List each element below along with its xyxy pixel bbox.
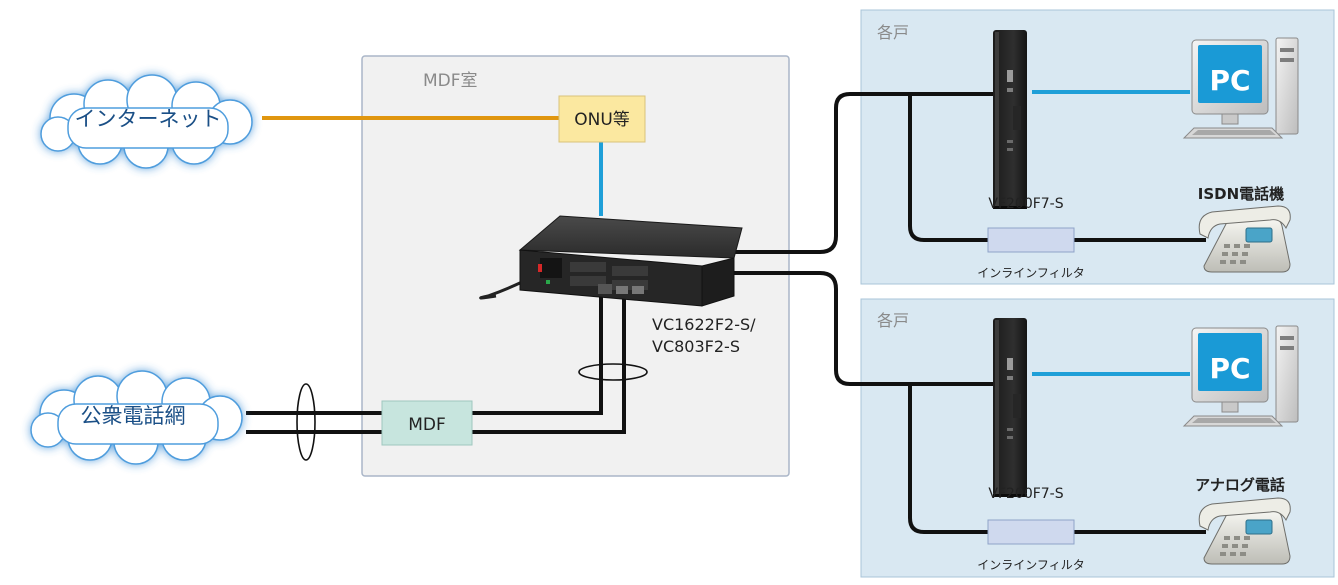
mdf-switch-line-1 <box>472 294 603 415</box>
mdf-label: MDF <box>408 415 446 435</box>
mdf-switch-line-2 <box>472 294 626 434</box>
unit-2-phone-label: アナログ電話 <box>1195 476 1285 494</box>
unit-1-inline-filter <box>987 227 1075 253</box>
cable-bundle-mark-1 <box>578 363 648 381</box>
onu-box <box>558 95 646 143</box>
unit-2-pc-label: PC <box>1209 352 1250 385</box>
internet-label: インターネット <box>75 107 222 131</box>
switch-model-line-2: VC803F2-S <box>652 337 740 356</box>
unit-1-pc-label: PC <box>1209 64 1250 97</box>
onu-label: ONU等 <box>574 110 630 130</box>
unit-2-inline-filter <box>987 519 1075 545</box>
mdf-room-label: MDF室 <box>423 71 478 91</box>
terminal-unit-icon <box>993 318 1027 497</box>
mdf-box <box>381 400 473 446</box>
unit-1-phone-label: ISDN電話機 <box>1198 185 1284 203</box>
unit-2-filter-label: インラインフィルタ <box>977 558 1084 572</box>
unit-2-terminal-model: VF200F7-S <box>988 486 1063 502</box>
terminal-unit-icon <box>993 30 1027 209</box>
network-switch-icon <box>479 215 743 307</box>
unit-1-filter-label: インラインフィルタ <box>977 266 1084 280</box>
internet-cloud: インターネット <box>40 74 253 169</box>
public-network-label: 公衆電話網 <box>81 404 186 428</box>
unit-2-label: 各戸 <box>877 311 909 330</box>
unit2-phone-line <box>908 384 1206 534</box>
switch-unit1-line <box>734 92 1000 254</box>
unit-1-terminal-model: VF200F7-S <box>988 196 1063 212</box>
cable-bundle-mark-2 <box>296 383 316 461</box>
switch-model-line-1: VC1622F2-S/ <box>652 315 756 334</box>
unit1-phone-line <box>908 94 1206 242</box>
public-network-cloud: 公衆電話網 <box>30 370 243 465</box>
unit-1-label: 各戸 <box>877 23 909 42</box>
switch-unit2-line <box>734 271 1000 386</box>
